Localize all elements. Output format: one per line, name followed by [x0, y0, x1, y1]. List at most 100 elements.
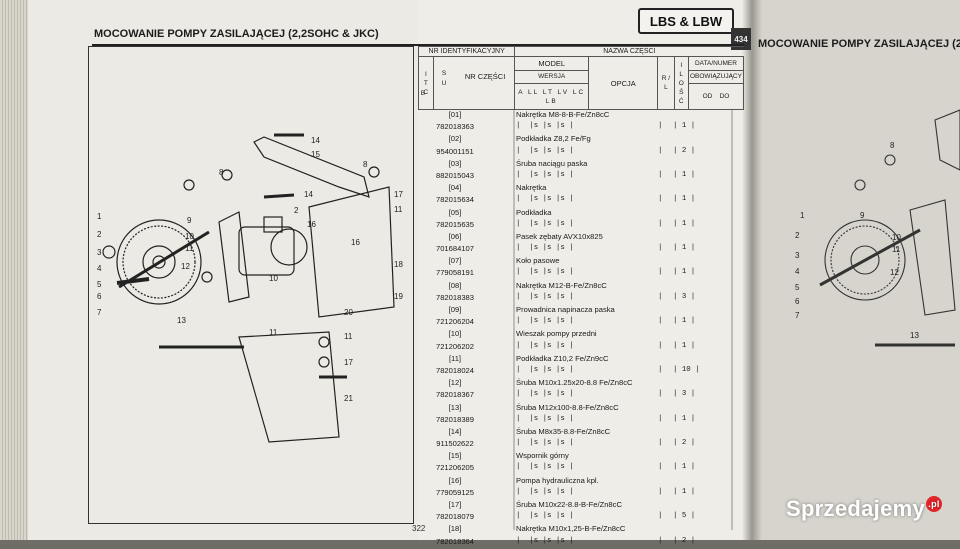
- callout: 2: [294, 206, 299, 215]
- version-marks: | |s |s |s |: [516, 439, 574, 448]
- header-option: OPCJA: [588, 56, 659, 110]
- table-row: 721206205| |s |s |s ||| 1 |: [418, 463, 744, 475]
- version-marks: | |s |s |s |: [516, 292, 574, 301]
- rl-mark: |: [658, 195, 663, 204]
- callout: 20: [344, 308, 353, 317]
- table-row: [09]Prowadnica napinacza paska: [418, 305, 744, 317]
- part-ref: [09]: [448, 305, 462, 314]
- callout: 5: [97, 280, 102, 289]
- nut-12: [201, 271, 213, 283]
- pulley-center: [152, 255, 166, 269]
- lower-bracket: [238, 331, 340, 443]
- rl-mark: |: [658, 244, 663, 253]
- part-name: Nakrętka: [516, 183, 547, 193]
- part-ref: [13]: [448, 402, 462, 412]
- part-name: Wieszak pompy przedni: [516, 329, 597, 339]
- part-name: Nakrętka M10x1,25-B-Fe/Zn8cC: [516, 524, 626, 534]
- callout: 8: [219, 168, 224, 177]
- version-marks: | |s |s |s |: [516, 244, 574, 253]
- table-row: 721206204| |s |s |s ||| 1 |: [418, 317, 744, 329]
- callout: 16: [307, 220, 316, 229]
- rl-mark: |: [658, 439, 663, 448]
- part-ref: [18]: [448, 524, 462, 534]
- callout: 8: [363, 160, 368, 169]
- rl-mark: |: [658, 390, 663, 399]
- table-row: [17]Śruba M10x22-8.8-B-Fe/Zn8cC: [418, 500, 744, 512]
- callout: 19: [394, 292, 403, 301]
- version-marks: | |s |s |s |: [516, 146, 574, 155]
- part-quantity: | 1 |: [673, 463, 696, 472]
- callout: 2: [97, 230, 102, 239]
- right-page-diagram: 8 9 10 11 12 1 2 3 4 5 6 7 13: [795, 109, 960, 347]
- version-marks: | |s |s |s |: [516, 195, 574, 204]
- header-rule: [92, 44, 744, 46]
- table-row: 782018364| |s |s |s ||| 2 |: [418, 537, 744, 549]
- table-row: 701684107| |s |s |s ||| 1 |: [418, 244, 744, 256]
- part-number: 779059125: [435, 487, 474, 497]
- table-row: [07]Koło pasowe: [418, 256, 744, 268]
- part-number: 911502622: [436, 439, 474, 449]
- part-name: Podkładka Z8,2 Fe/Fg: [516, 134, 591, 144]
- rl-mark: |: [658, 292, 663, 301]
- table-row: 782018383| |s |s |s ||| 3 |: [418, 293, 744, 305]
- callout: 4: [795, 267, 800, 276]
- part-quantity: | 2 |: [673, 439, 696, 448]
- table-row: [16]Pompa hydrauliczna kpl.: [418, 476, 744, 488]
- part-name: Nakrętka M12-B-Fe/Zn8cC: [516, 280, 607, 290]
- washer-4: [102, 245, 116, 259]
- part-name: Śruba M12x100-8.8-Fe/Zn8cC: [516, 402, 619, 412]
- callout: 7: [795, 311, 800, 320]
- part-name: Śruba M10x1.25x20-8.8 Fe/Zn8cC: [516, 378, 633, 388]
- part-ref: [08]: [448, 280, 462, 290]
- callout: 11: [892, 245, 901, 254]
- rl-mark: |: [658, 365, 663, 374]
- version-marks: | |s |s |s |: [516, 414, 574, 423]
- callout: 16: [351, 238, 360, 247]
- part-ref: [03]: [448, 158, 462, 168]
- part-quantity: | 1 |: [673, 219, 696, 228]
- rl-mark: |: [658, 414, 663, 423]
- part-name: Śruba M10x22-8.8-B-Fe/Zn8cC: [516, 500, 622, 509]
- front-hanger: [218, 211, 250, 303]
- callout: 13: [910, 331, 919, 340]
- callout: 18: [394, 260, 403, 269]
- part-name: Wspornik górny: [516, 451, 569, 461]
- header-version-cols: A LL LT LV LC LB: [514, 83, 590, 110]
- callout: 14: [311, 136, 320, 145]
- table-row: [10]Wieszak pompy przedni: [418, 329, 744, 341]
- part-ref: [14]: [448, 426, 462, 436]
- version-marks: | |s |s |s |: [516, 219, 574, 228]
- rl-mark: |: [658, 170, 663, 179]
- table-row: 782018024| |s |s |s ||| 10 |: [418, 366, 744, 378]
- exploded-diagram-frame: 1 2 3 4 5 6 7 8 9 10 11 12 13 16 10 11 1…: [88, 46, 414, 524]
- rl-mark: |: [658, 219, 663, 228]
- callout: 15: [311, 150, 320, 159]
- rear-bracket: [308, 186, 395, 318]
- watermark-logo: Sprzedajemy.pl: [786, 496, 942, 522]
- table-row: 954001151| |s |s |s ||| 2 |: [418, 147, 744, 159]
- part-quantity: | 1 |: [673, 487, 696, 496]
- callout: 4: [97, 264, 102, 273]
- table-row: 782018079| |s |s |s ||| 5 |: [418, 512, 744, 524]
- pump-port: [263, 216, 283, 233]
- nut-11: [318, 356, 330, 368]
- part-quantity: | 3 |: [673, 292, 696, 301]
- nut-9: [183, 179, 195, 191]
- part-quantity: | 2 |: [673, 536, 696, 545]
- table-row: 782018363| |s |s |s ||| 1 |: [418, 122, 744, 134]
- right-page: [748, 0, 960, 540]
- version-marks: | |s |s |s |: [516, 268, 574, 277]
- part-ref: [02]: [448, 134, 462, 144]
- table-row: [18] Nakrętka M10x1,25-B-Fe/Zn8cC: [418, 524, 744, 536]
- right-belt: [819, 228, 921, 287]
- rl-mark: |: [658, 122, 663, 131]
- right-pulley: [824, 219, 906, 301]
- callout: 5: [795, 283, 800, 292]
- callout: 14: [304, 190, 313, 199]
- page-title-right: MOCOWANIE POMPY ZASILAJĄCEJ (2,: [758, 38, 960, 50]
- table-row: [01]Nakrętka M8-8-B-Fe/Zn8cC: [418, 110, 744, 122]
- table-row: 782015634| |s |s |s ||| 1 |: [418, 195, 744, 207]
